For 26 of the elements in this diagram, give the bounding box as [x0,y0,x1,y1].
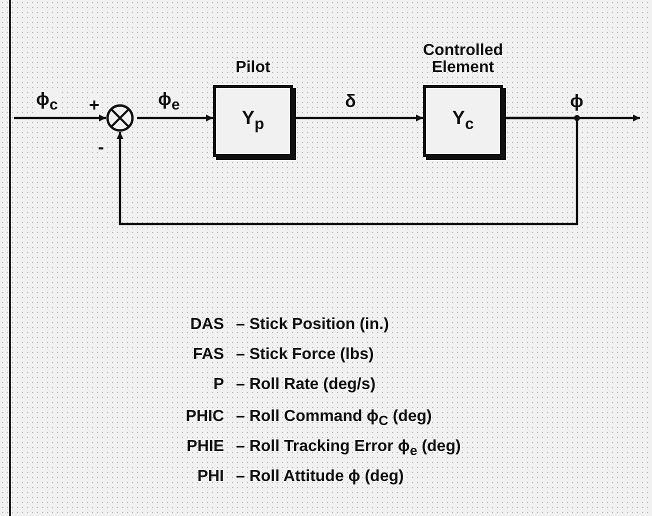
variable-name: PHIE [186,439,224,455]
signal-arrow [296,114,423,122]
variable-description: – Roll Rate (deg/s) [236,377,376,393]
variable-name: PHI [197,469,224,485]
variable-description: – Roll Attitude ϕ (deg) [236,469,404,485]
variable-name: P [213,377,224,393]
variable-description: – Stick Force (lbs) [236,347,374,363]
variable-description: – Roll Tracking Error ϕ$_{e}$ (deg) [236,439,461,458]
signal-arrow [137,114,213,122]
transfer-function-block: Y$_{c}$ [423,85,503,157]
block-heading: Pilot [236,59,270,77]
signal-label: δ [345,92,356,110]
block-heading: Controlled Element [422,42,504,77]
sign-label: + [89,96,100,114]
signal-label: ϕ [570,92,584,110]
signal-label: ϕ$_{c}$ [36,90,58,113]
variable-description: – Stick Position (in.) [236,317,389,333]
summing-junction [106,104,134,132]
signal-arrow [14,114,106,122]
variable-name: DAS [190,317,224,333]
variable-name: PHIC [186,409,224,425]
signal-label: ϕ$_{e}$ [158,90,180,113]
variable-description: – Roll Command ϕ$_{C}$ (deg) [236,409,432,428]
signal-arrow [116,116,578,226]
transfer-function-block: Y$_{p}$ [213,85,293,157]
variable-name: FAS [192,347,224,363]
